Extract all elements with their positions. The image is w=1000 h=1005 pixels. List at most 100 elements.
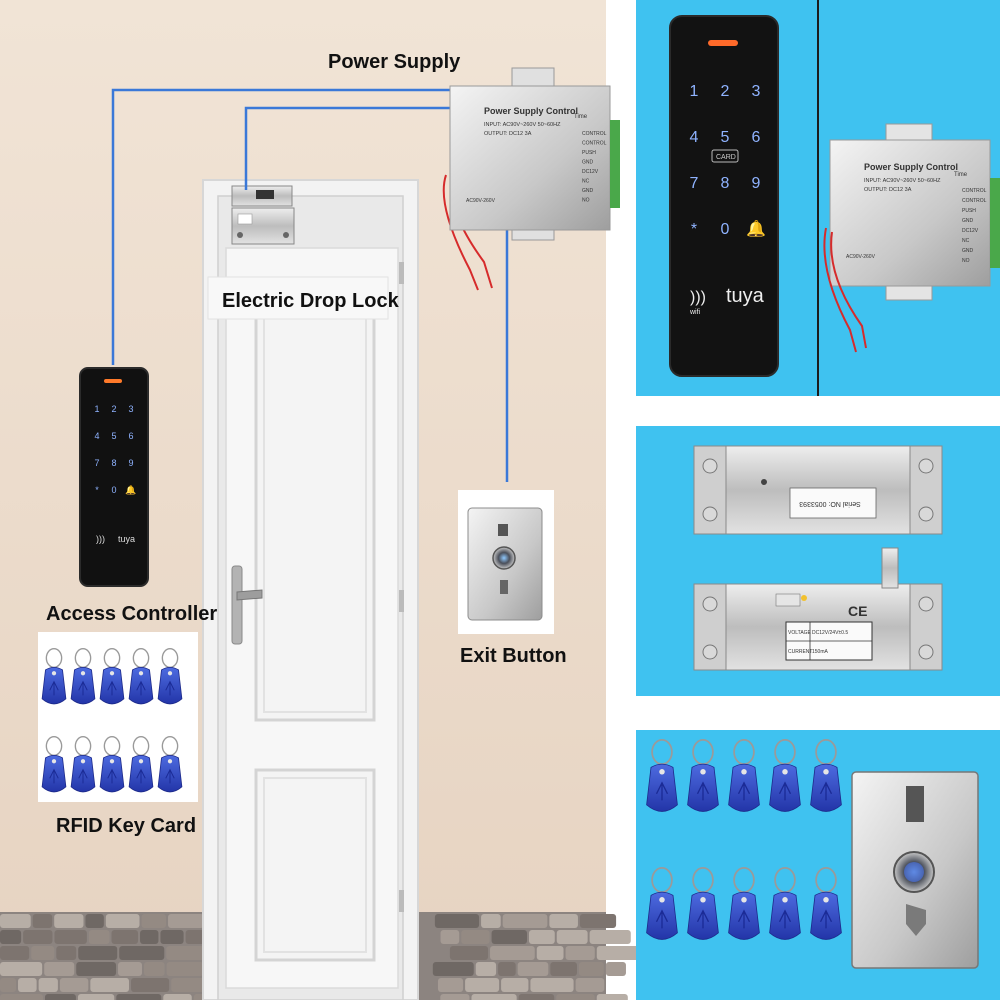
keypad-key: 4	[690, 129, 699, 146]
keypad-key: 🔔	[746, 220, 766, 238]
keypad-key: *	[95, 485, 99, 495]
drop-lock-mounted	[231, 185, 295, 245]
psu-ac-label: AC90V-260V	[466, 198, 496, 204]
keypad-key: 2	[721, 83, 730, 100]
rfid-fob	[128, 735, 154, 793]
psu-terminal-labels: CONTROL CONTROL PUSH GND DC12V NC GND NO	[582, 131, 607, 204]
rfid-fob	[70, 647, 96, 705]
lock-bolt	[881, 547, 899, 589]
keypad-key: 8	[111, 458, 116, 468]
psu-output: OUTPUT: DC12 3A	[484, 131, 532, 137]
terminal-label: CONTROL	[582, 141, 607, 147]
exit-door-icon	[906, 786, 924, 822]
keypad-key: 4	[94, 431, 99, 441]
rfid-fob	[810, 739, 842, 812]
rfid-fob-group-left	[38, 632, 198, 802]
voltage-label: VOLTAGE	[788, 630, 812, 636]
psu-output-right: OUTPUT: DC12 3A	[864, 187, 912, 193]
label-power-supply: Power Supply	[328, 51, 461, 73]
rfid-fob	[157, 647, 183, 705]
label-exit-button: Exit Button	[460, 645, 567, 667]
rfid-fob	[769, 867, 801, 940]
keypad-key: 5	[111, 431, 116, 441]
keypad-key: 🔔	[125, 485, 136, 495]
keypad-key: 2	[111, 404, 116, 414]
psu-input: INPUT: AC90V~260V 50~60HZ	[484, 122, 561, 128]
terminal-label: DC12V	[962, 228, 979, 234]
keypad-card-label: CARD	[716, 154, 736, 161]
terminal-label: CONTROL	[582, 131, 607, 137]
current-label: CURRENT	[788, 649, 812, 655]
tuya-brand-left: tuya	[118, 534, 135, 544]
panel-fobs-exit	[636, 730, 1000, 1000]
psu-time: Time	[574, 114, 588, 120]
current-value: 150mA	[812, 649, 829, 655]
exit-button-device	[458, 490, 554, 634]
label-electric-drop-lock: Electric Drop Lock	[222, 290, 400, 312]
terminal-label: GND	[962, 218, 974, 224]
door-handle-lever	[236, 589, 263, 601]
rfid-fob	[810, 867, 842, 940]
rfid-fob	[728, 739, 760, 812]
terminal-label: GND	[582, 188, 594, 194]
terminal-label: CONTROL	[962, 188, 987, 194]
terminal-label: GND	[962, 248, 974, 254]
psu-title-right: Power Supply Control	[864, 162, 958, 172]
terminal-label: PUSH	[582, 150, 596, 156]
keypad-key: 6	[752, 129, 761, 146]
keypad-key: 1	[690, 83, 699, 100]
rfid-fob	[41, 735, 67, 793]
rfid-fob	[157, 735, 183, 793]
rfid-fob	[728, 867, 760, 940]
terminal-label: NC	[582, 179, 590, 185]
terminal-label: CONTROL	[962, 198, 987, 204]
terminal-label: PUSH	[962, 208, 976, 214]
wifi-mark: )))	[96, 534, 105, 544]
keypad-key: 3	[752, 83, 761, 100]
rfid-fob	[99, 647, 125, 705]
push-hand-icon	[906, 904, 926, 936]
keypad-key: 6	[128, 431, 133, 441]
terminal-label: NO	[582, 198, 590, 204]
ce-mark: CE	[848, 603, 867, 619]
rfid-fob	[687, 739, 719, 812]
wifi-text: wifi	[689, 309, 701, 316]
rfid-fob-group-right	[646, 739, 842, 940]
panel-drop-lock: Serial NO: 0053393 VOLTAGE DC12V/24V±0.5…	[636, 426, 1000, 696]
keypad-key: 0	[111, 485, 116, 495]
terminal-label: NO	[962, 258, 970, 264]
wiring	[111, 88, 509, 482]
power-supply-unit: Power Supply Control INPUT: AC90V~260V 5…	[449, 67, 620, 241]
tuya-brand-large: tuya	[726, 285, 765, 307]
rfid-fob	[41, 647, 67, 705]
terminal-label: GND	[582, 160, 594, 166]
rfid-fob	[99, 735, 125, 793]
keypad-device-large	[669, 15, 779, 377]
installation-scene: Power Supply Control INPUT: AC90V~260V 5…	[0, 0, 643, 1005]
rfid-fob	[646, 739, 678, 812]
keypad-key: 8	[721, 175, 730, 192]
label-rfid-key-card: RFID Key Card	[56, 815, 196, 837]
keypad-key: 7	[94, 458, 99, 468]
label-access-controller: Access Controller	[46, 603, 217, 625]
terminal-label: DC12V	[582, 169, 599, 175]
rfid-fob	[687, 867, 719, 940]
rfid-fob	[646, 867, 678, 940]
rfid-fob	[128, 647, 154, 705]
rfid-fob	[769, 739, 801, 812]
keypad-key: 9	[128, 458, 133, 468]
label-lock-bg	[207, 276, 389, 320]
rfid-fob	[70, 735, 96, 793]
wire-lock-to-psu	[244, 106, 455, 190]
status-led	[104, 379, 122, 383]
keypad-key: 3	[128, 404, 133, 414]
wifi-symbol: )))	[690, 289, 706, 306]
door-handle-plate	[231, 565, 243, 645]
keypad-key: 5	[721, 129, 730, 146]
